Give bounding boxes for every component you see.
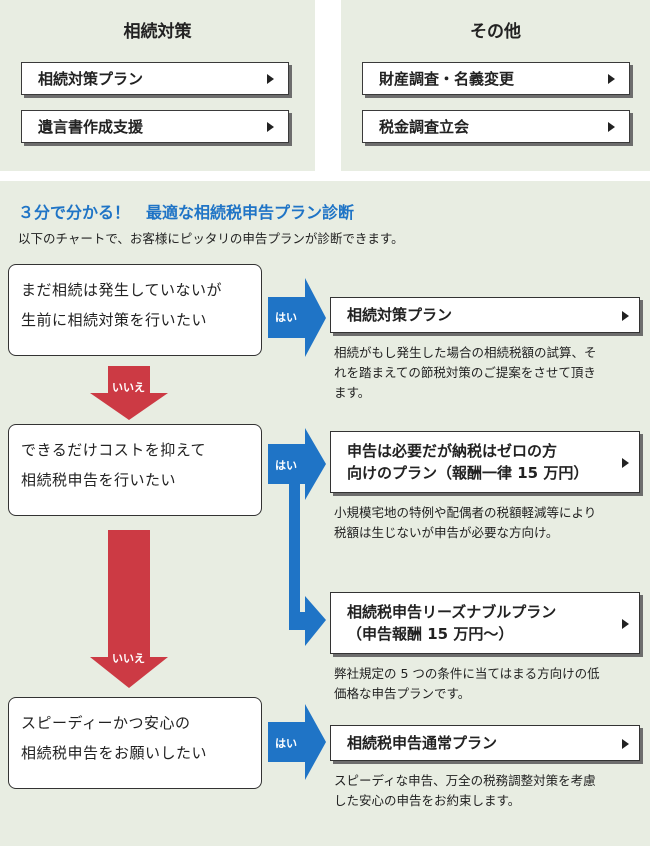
chevron-right-icon: [622, 619, 629, 629]
question-line: 生前に相続対策を行いたい: [21, 311, 208, 329]
chevron-right-icon: [622, 311, 629, 321]
yes-label: はい: [275, 459, 297, 472]
plan-label: 相続税申告通常プラン: [347, 734, 498, 752]
plan-nouzei-zero-button[interactable]: 申告は必要だが納税はゼロの方 向けのプラン（報酬一律 15 万円）: [330, 431, 640, 493]
yes-label: はい: [275, 311, 297, 324]
question-box-3: スピーディーかつ安心の 相続税申告をお願いしたい: [8, 697, 262, 789]
chevron-right-icon: [622, 739, 629, 749]
arrow-down-icon: [90, 530, 168, 688]
plan-description: 弊社規定の 5 つの条件に当てはまる方向けの低 価格な申告プランです。: [334, 666, 600, 701]
no-label: いいえ: [112, 652, 145, 665]
arrow-right-icon: [268, 428, 326, 646]
souzoku-taisaku-plan-button[interactable]: 相続対策プラン: [21, 62, 289, 95]
panel-title-sonota: その他: [470, 22, 521, 42]
no-label: いいえ: [112, 381, 145, 394]
arrow-right-icon: [268, 278, 326, 357]
plan-reasonable-button[interactable]: 相続税申告リーズナブルプラン （申告報酬 15 万円〜）: [330, 592, 640, 654]
button-label: 相続対策プラン: [38, 70, 144, 88]
question-line: スピーディーかつ安心の: [21, 714, 191, 732]
plan-description: 相続がもし発生した場合の相続税額の試算、そ れを踏まえての節税対策のご提案をさせ…: [334, 345, 597, 400]
question-line: 相続税申告を行いたい: [21, 471, 177, 489]
question-line: できるだけコストを抑えて: [21, 441, 206, 459]
top-panel-right: その他 財産調査・名義変更 税金調査立会: [341, 0, 650, 171]
button-label: 税金調査立会: [379, 118, 470, 136]
arrow-down-icon: [90, 366, 168, 420]
button-label: 財産調査・名義変更: [379, 70, 515, 88]
plan-label: 申告は必要だが納税はゼロの方: [347, 442, 558, 460]
top-panel-left: 相続対策 相続対策プラン 遺言書作成支援: [0, 0, 315, 171]
plan-description: 小規模宅地の特例や配偶者の税額軽減等により 税額は生じないが申告が必要な方向け。: [334, 505, 597, 540]
plan-label: 相続税申告リーズナブルプラン: [347, 603, 557, 621]
button-label: 遺言書作成支援: [38, 118, 144, 136]
question-box-2: できるだけコストを抑えて 相続税申告を行いたい: [8, 424, 262, 516]
chevron-right-icon: [267, 122, 274, 132]
question-line: 相続税申告をお願いしたい: [21, 744, 208, 762]
question-line: まだ相続は発生していないが: [21, 281, 223, 299]
chevron-right-icon: [622, 458, 629, 468]
plan-tsujou-button[interactable]: 相続税申告通常プラン: [330, 725, 640, 761]
diagnosis-heading: ３分で分かる！ 最適な相続税申告プラン診断: [18, 203, 355, 222]
zaisan-chousa-button[interactable]: 財産調査・名義変更: [362, 62, 630, 95]
question-box-1: まだ相続は発生していないが 生前に相続対策を行いたい: [8, 264, 262, 356]
plan-label: 向けのプラン（報酬一律 15 万円）: [347, 464, 589, 482]
panel-title-souzoku: 相続対策: [123, 22, 192, 42]
plan-label: 相続対策プラン: [347, 306, 453, 324]
diagnosis-subheading: 以下のチャートで、お客様にピッタリの申告プランが診断できます。: [18, 231, 404, 246]
yes-label: はい: [275, 737, 297, 750]
chevron-right-icon: [608, 74, 615, 84]
zeikin-chousa-button[interactable]: 税金調査立会: [362, 110, 630, 143]
plan-description: スピーディな申告、万全の税務調整対策を考慮 した安心の申告をお約束します。: [334, 773, 596, 808]
yuigonsho-sakusei-button[interactable]: 遺言書作成支援: [21, 110, 289, 143]
arrow-right-icon: [268, 704, 326, 780]
plan-label: （申告報酬 15 万円〜）: [347, 625, 514, 643]
chevron-right-icon: [267, 74, 274, 84]
chevron-right-icon: [608, 122, 615, 132]
plan-souzoku-taisaku-button[interactable]: 相続対策プラン: [330, 297, 640, 333]
